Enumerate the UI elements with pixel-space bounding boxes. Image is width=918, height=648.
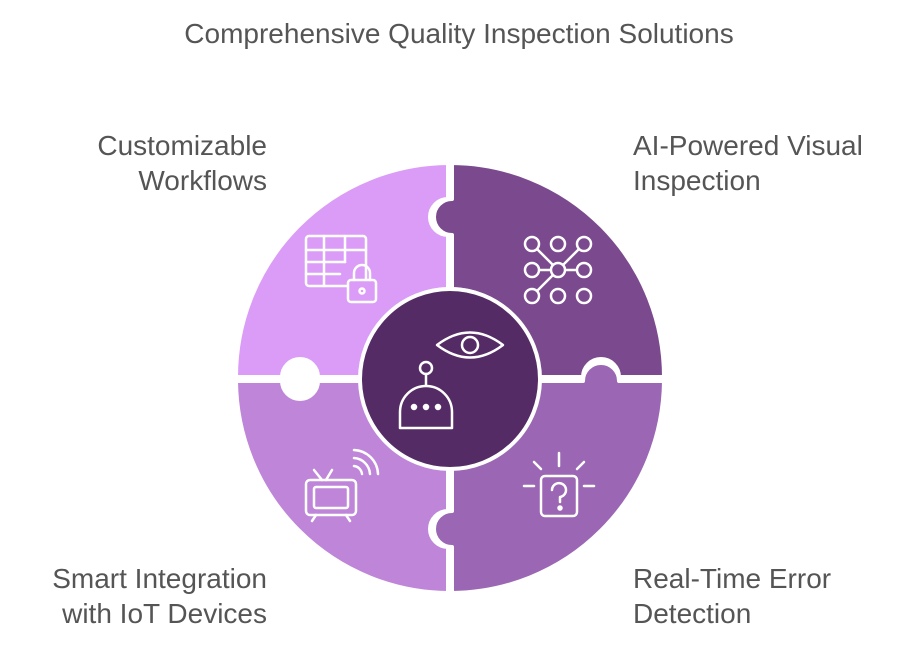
label-line: Real-Time Error: [633, 563, 832, 594]
label-smart-integration-iot: Smart Integration with IoT Devices: [52, 561, 267, 631]
label-real-time-error-detection: Real-Time Error Detection: [633, 561, 831, 631]
center-circle: [358, 287, 542, 471]
robot-eye-icon: [398, 331, 505, 430]
label-ai-powered-visual-inspection: AI-Powered Visual Inspection: [633, 128, 863, 198]
label-line: Workflows: [138, 165, 267, 196]
label-line: Customizable: [97, 130, 267, 161]
table-lock-icon: [304, 234, 378, 304]
diagram-title: Comprehensive Quality Inspection Solutio…: [184, 18, 734, 49]
puzzle-piece-real-time-error: [432, 361, 666, 595]
alert-question-icon: [522, 451, 596, 518]
label-line: Detection: [633, 598, 752, 629]
label-line: Inspection: [633, 165, 761, 196]
node-pattern-icon: [523, 235, 593, 305]
smart-tv-icon: [304, 448, 380, 523]
label-line: Smart Integration: [52, 563, 267, 594]
puzzle-piece-customizable-workflows: [234, 161, 450, 379]
label-customizable-workflows: Customizable Workflows: [97, 128, 267, 198]
label-line: with IoT Devices: [62, 598, 267, 629]
label-line: AI-Powered Visual: [633, 130, 863, 161]
